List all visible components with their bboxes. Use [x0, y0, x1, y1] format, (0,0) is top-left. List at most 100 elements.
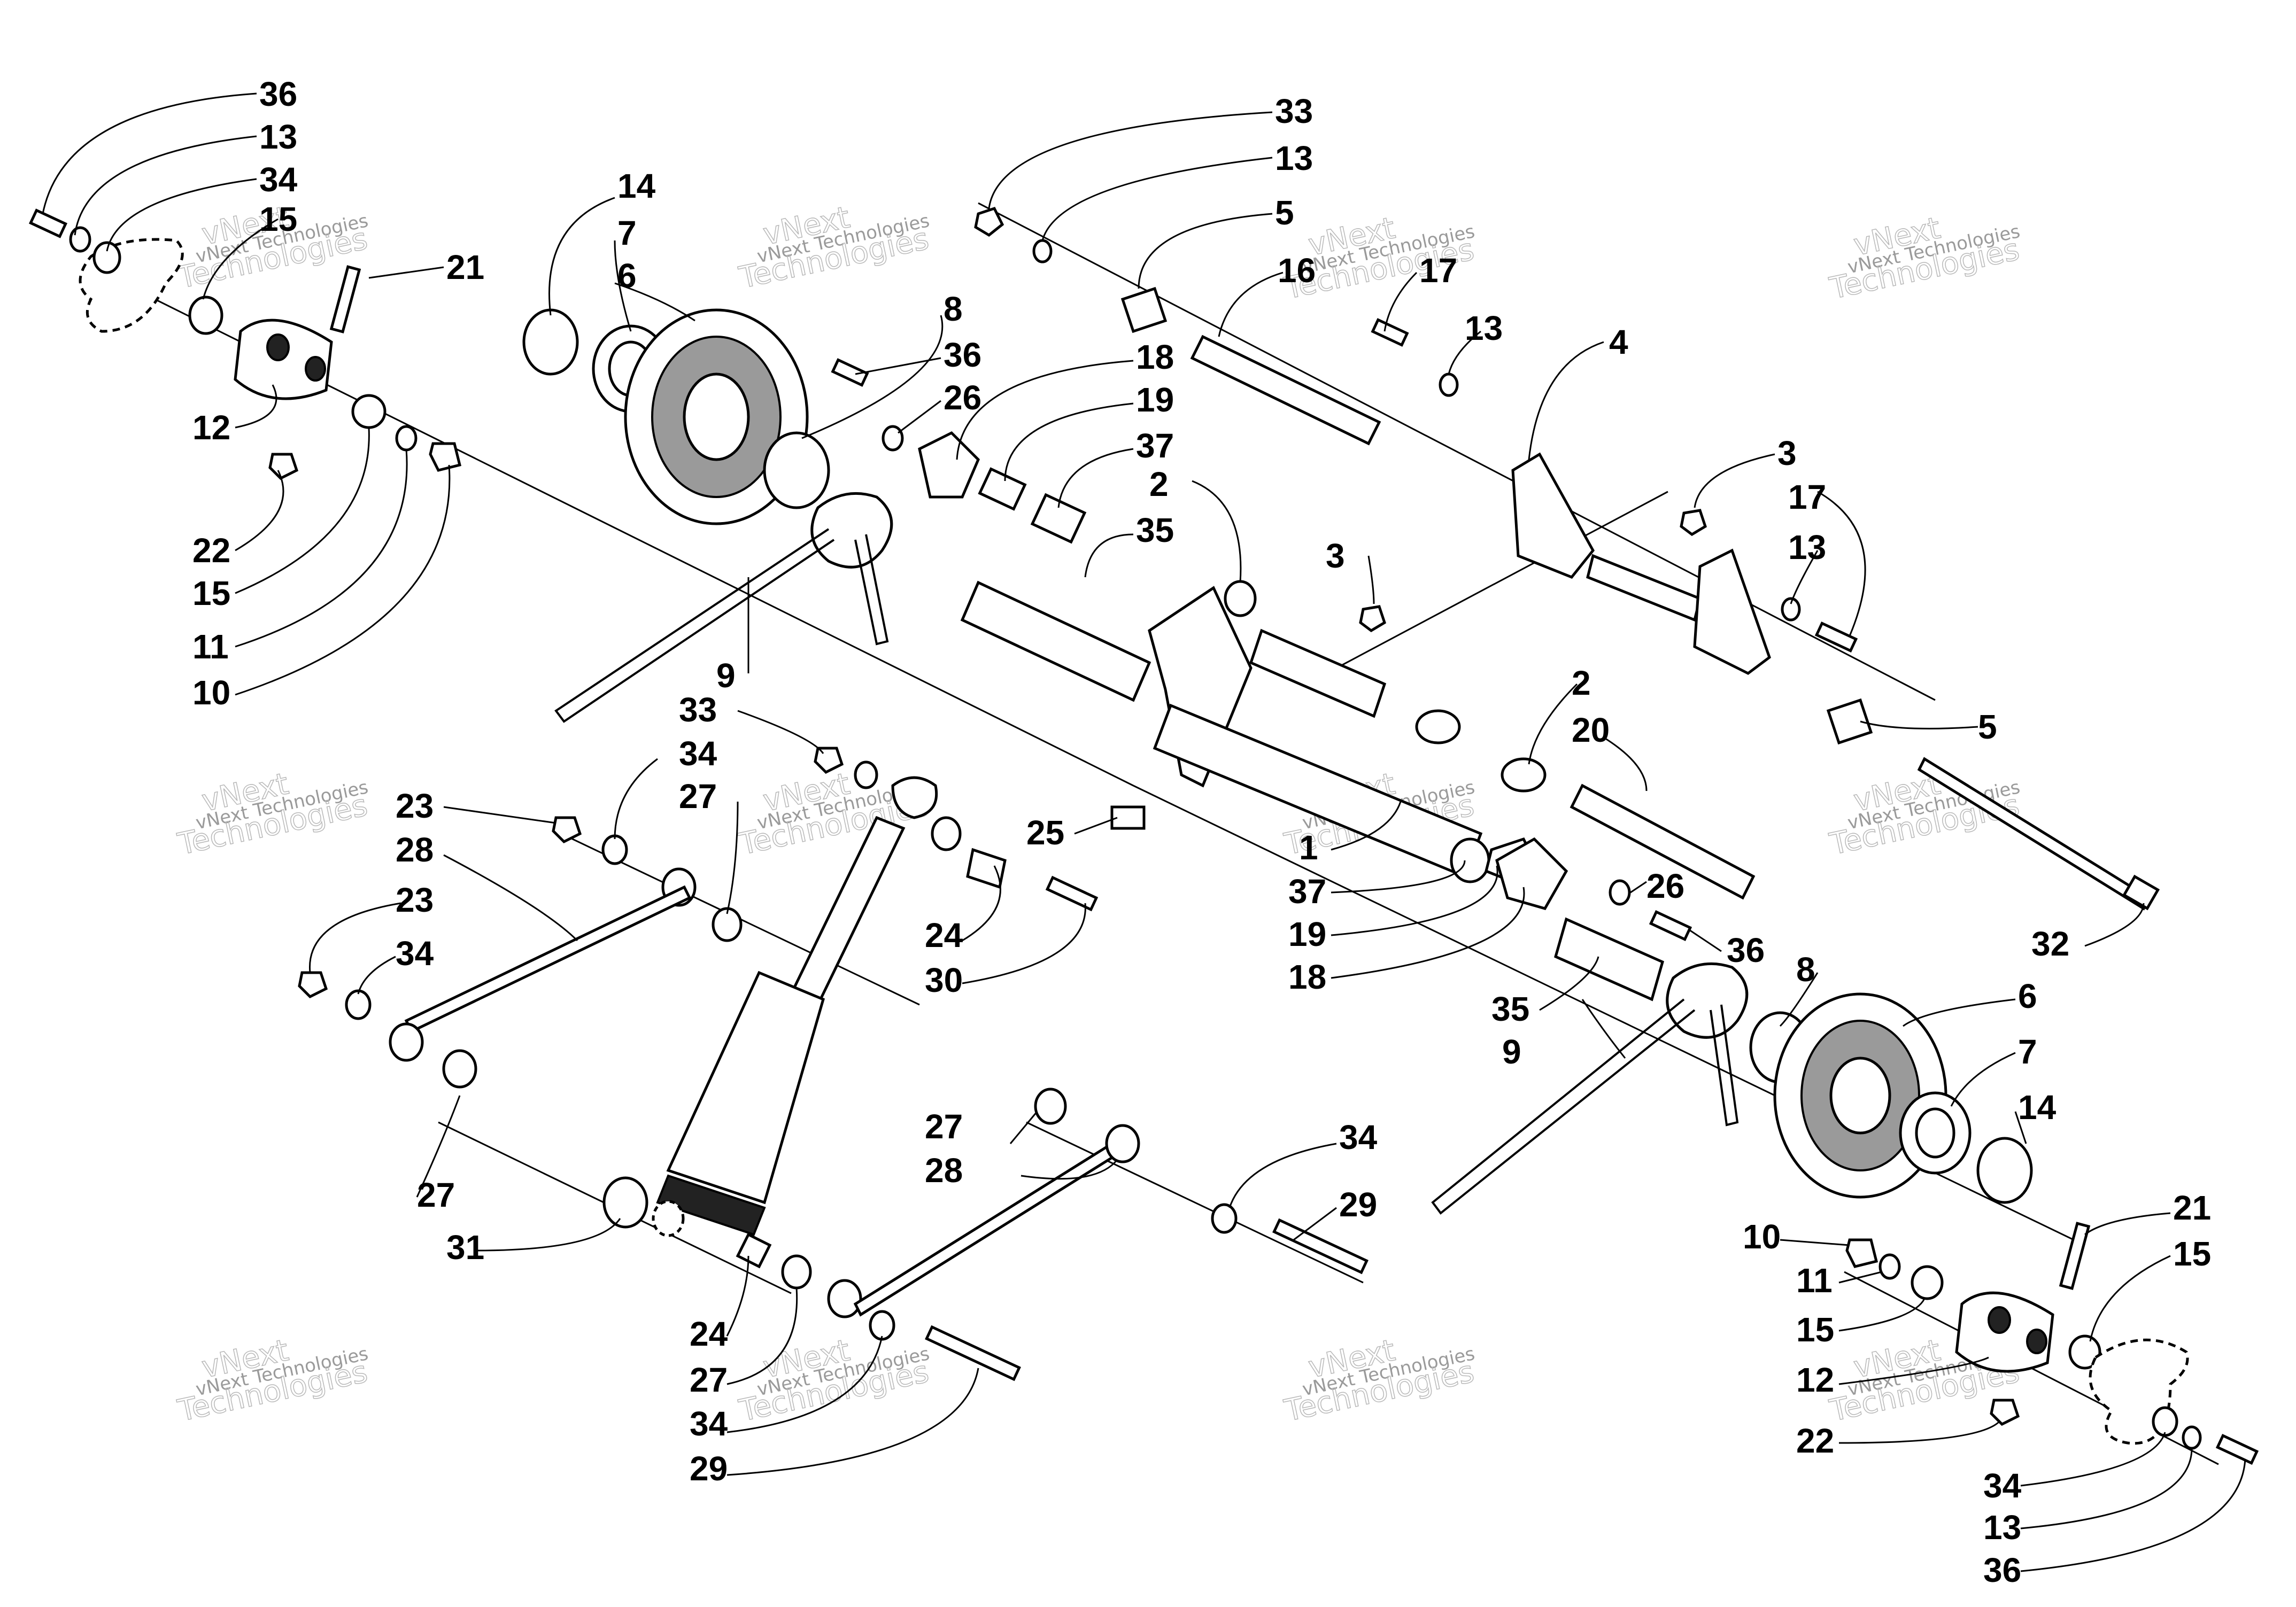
callout-13-upper-2: 13 — [1465, 309, 1503, 347]
callout-10-right: 10 — [1743, 1217, 1781, 1256]
shaft-35-left — [960, 580, 1151, 702]
callout-4: 4 — [1609, 323, 1628, 361]
leader-27-right — [1009, 1111, 1038, 1144]
leader-13-upper-2 — [1448, 330, 1481, 375]
callout-36-center: 36 — [944, 336, 981, 374]
callout-37-right: 37 — [1288, 872, 1326, 911]
rear-arm-axis-line — [1336, 491, 1668, 669]
callout-34-link-lower: 34 — [396, 934, 434, 973]
bushing-15-right-2 — [2068, 1334, 2101, 1370]
nut-3-center — [1359, 605, 1387, 633]
callout-8-right: 8 — [1796, 950, 1815, 989]
leader-34-right — [2020, 1432, 2166, 1487]
plate-18-right — [1495, 837, 1568, 910]
callout-25: 25 — [1026, 813, 1064, 852]
leader-30 — [962, 903, 1086, 984]
bushing-2-upper — [1224, 580, 1257, 617]
leader-36-right — [1689, 929, 1722, 952]
leader-13-left — [74, 135, 257, 236]
callout-29-right: 29 — [1339, 1185, 1377, 1224]
leader-27-upper — [726, 801, 739, 914]
center-shaft-assembly — [831, 358, 1547, 883]
callout-2-right: 2 — [1572, 664, 1591, 702]
callout-35-left: 35 — [1136, 511, 1174, 549]
spacer-dashed — [652, 1200, 685, 1237]
leader-9-right — [1581, 999, 1626, 1059]
bushing-28-lower-right — [1105, 1124, 1140, 1163]
upper-shaft-axis-line — [978, 202, 1936, 701]
leader-20 — [1603, 736, 1648, 791]
bolt-17-upper — [1371, 318, 1409, 347]
bolt-36-center — [831, 358, 869, 387]
callout-19-center: 19 — [1136, 381, 1174, 419]
bolt-36-left — [28, 208, 68, 238]
callout-37-center: 37 — [1136, 426, 1174, 465]
callout-12-right: 12 — [1796, 1361, 1834, 1399]
shock-lower-eye-31 — [602, 1176, 648, 1229]
wheel-6-left-hub — [683, 372, 750, 461]
callout-28-upper: 28 — [396, 830, 434, 869]
callout-21-left: 21 — [446, 248, 484, 286]
bearing-7-right-inner — [1915, 1107, 1955, 1159]
leader-10-left — [235, 464, 451, 696]
callout-35-right: 35 — [1491, 990, 1529, 1028]
callout-36-right: 36 — [1727, 931, 1765, 969]
spring-leg-left — [854, 534, 889, 646]
bushing-24-lower — [736, 1232, 772, 1269]
callout-21-right: 21 — [2173, 1189, 2211, 1227]
snap-ring-8-left — [763, 431, 830, 509]
leader-10-right — [1780, 1239, 1850, 1246]
bolt-36-right-lower — [2215, 1434, 2259, 1465]
bushing-19-center — [978, 467, 1027, 511]
nut-22-right — [1990, 1399, 2020, 1426]
leader-28-upper — [443, 854, 578, 942]
lower-right-axis-line — [1133, 785, 2085, 1246]
callout-34-right-low: 34 — [1983, 1466, 2022, 1505]
leader-22-right — [1838, 1420, 2000, 1444]
leader-33-upper — [988, 111, 1273, 209]
callout-11-left: 11 — [192, 627, 229, 666]
callout-13-left-top: 13 — [259, 118, 297, 156]
callout-36-right-low: 36 — [1983, 1551, 2021, 1589]
shock-collar — [656, 1174, 766, 1236]
leader-32 — [2084, 903, 2145, 947]
leader-29-lower — [726, 1368, 979, 1476]
leader-2-right — [1528, 683, 1578, 765]
leader-27-left — [416, 1095, 461, 1198]
bushing-27-right — [1034, 1088, 1067, 1125]
cap-10-right — [1845, 1238, 1878, 1268]
leader-36-left — [42, 92, 257, 214]
callout-5-right: 5 — [1978, 708, 1997, 746]
callout-34-link-upper: 34 — [679, 734, 717, 773]
bushing-15-left — [188, 296, 223, 335]
washer-26-center — [882, 425, 904, 452]
leader-36-right-lower — [2020, 1458, 2246, 1572]
leader-26-center — [898, 400, 941, 434]
leader-21-right — [2084, 1212, 2171, 1236]
leader-15-left — [202, 218, 279, 300]
callout-15-right-low: 15 — [1796, 1310, 1834, 1349]
leader-5-upper — [1138, 213, 1273, 289]
bolt-29-lower — [925, 1325, 1021, 1381]
callout-13-right-upper: 13 — [1788, 528, 1826, 566]
callout-10-left: 10 — [192, 673, 230, 712]
leader-35-right — [1539, 956, 1599, 1011]
leader-19-right — [1331, 865, 1498, 936]
bushing-2-right-a — [1415, 709, 1461, 744]
leader-34-left — [106, 178, 257, 252]
callout-6-right: 6 — [2018, 977, 2037, 1015]
leader-34-lower — [726, 1336, 883, 1433]
bushing-37-center — [1030, 493, 1087, 544]
leader-15-left-2 — [235, 427, 370, 594]
callout-19-right: 19 — [1288, 915, 1326, 953]
link-rod-28-upper — [404, 885, 692, 1034]
callout-32: 32 — [2031, 925, 2069, 963]
callout-9-left: 9 — [716, 656, 736, 695]
leader-35-left — [1084, 533, 1134, 578]
leader-13-upper — [1041, 157, 1273, 241]
leader-29-right — [1293, 1207, 1337, 1241]
callout-24-upper: 24 — [925, 916, 963, 954]
callout-28-lower: 28 — [925, 1151, 963, 1190]
callout-1: 1 — [1299, 828, 1318, 867]
